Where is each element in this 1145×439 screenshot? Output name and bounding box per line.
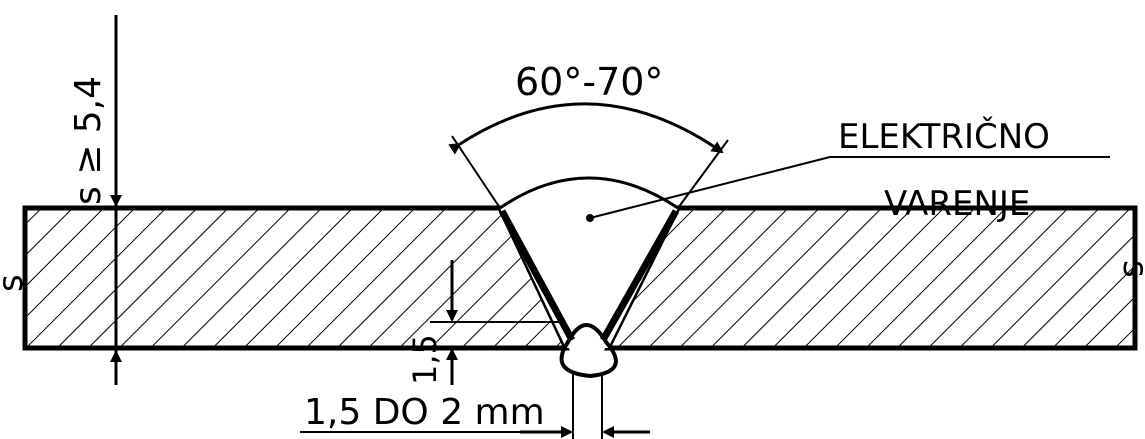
- weld-root: [559, 323, 618, 379]
- process-leader: ELEKTRIČNO VARENJE: [586, 116, 1110, 224]
- right-plate: [603, 205, 1138, 351]
- left-plate: [22, 205, 570, 351]
- weld-bead: [498, 176, 680, 379]
- weld-groove-fill: [500, 178, 678, 348]
- root-face-dimension: 1,5: [406, 260, 560, 385]
- left-thickness-dimension: s ≥ 5,4 s: [0, 15, 122, 385]
- thickness-condition-label: s ≥ 5,4: [68, 76, 109, 205]
- thickness-left-label: s: [0, 274, 31, 292]
- weld-cap: [499, 176, 679, 210]
- thickness-right-label: s: [1115, 260, 1145, 278]
- root-gap-dimension: 1,5 DO 2 mm: [300, 372, 650, 439]
- angle-dimension: 60°-70°: [448, 60, 729, 209]
- root-face-label: 1,5: [406, 334, 444, 385]
- groove-face-left: [498, 209, 576, 342]
- right-thickness-dimension: s: [1115, 260, 1145, 278]
- groove-face-right: [599, 209, 680, 342]
- process-label-line2: VARENJE: [884, 184, 1030, 224]
- process-label-line1: ELEKTRIČNO: [838, 116, 1050, 157]
- angle-label: 60°-70°: [515, 60, 663, 104]
- root-gap-label: 1,5 DO 2 mm: [304, 392, 545, 433]
